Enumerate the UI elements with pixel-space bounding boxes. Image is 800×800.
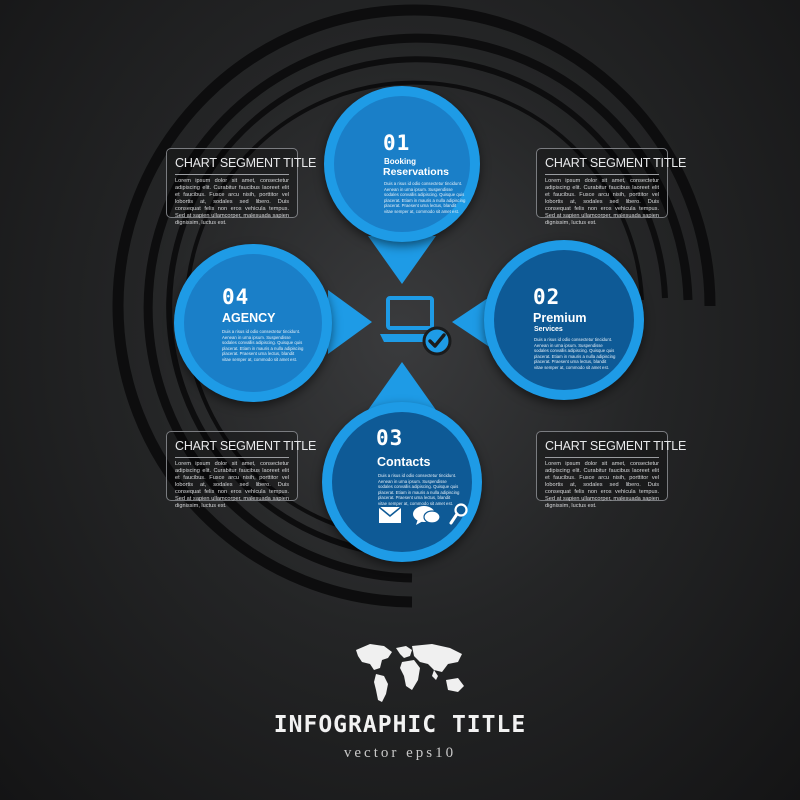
step-circle-01-inner bbox=[334, 96, 470, 232]
segment-box-top-right: CHART SEGMENT TITLE Lorem ipsum dolor si… bbox=[536, 148, 687, 226]
pointer-bottom bbox=[368, 362, 436, 410]
inner-ring-arc bbox=[166, 56, 668, 558]
pointer-top bbox=[368, 236, 436, 284]
pointer-left bbox=[328, 290, 372, 354]
infographic-title: INFOGRAPHIC TITLE bbox=[273, 712, 527, 738]
segment-divider bbox=[175, 457, 289, 458]
segment-title: CHART SEGMENT TITLE bbox=[175, 156, 317, 170]
segment-body: Lorem ipsum dolor sit amet, consectetur … bbox=[545, 178, 659, 226]
segment-title: CHART SEGMENT TITLE bbox=[175, 439, 317, 453]
step-body-04: Duis a risus id odio consectetur tincidu… bbox=[222, 329, 304, 362]
segment-title: CHART SEGMENT TITLE bbox=[545, 156, 687, 170]
speech-bubbles-icon bbox=[413, 506, 441, 525]
step-number-03: 03 bbox=[376, 426, 404, 450]
step-label-03: Contacts bbox=[377, 455, 431, 469]
segment-box-bottom-right: CHART SEGMENT TITLE Lorem ipsum dolor si… bbox=[536, 431, 687, 509]
segment-body: Lorem ipsum dolor sit amet, consectetur … bbox=[175, 178, 289, 226]
segment-box-bottom-left: CHART SEGMENT TITLE Lorem ipsum dolor si… bbox=[166, 431, 317, 509]
step-body-02: Duis a risus id odio consectetur tincidu… bbox=[534, 337, 616, 370]
infographic-subtitle: vector eps10 bbox=[343, 745, 457, 761]
step-circle-02-inner bbox=[494, 250, 634, 390]
step-label-04: AGENCY bbox=[222, 311, 276, 325]
laptop-check-icon bbox=[380, 296, 452, 356]
segment-divider bbox=[175, 174, 289, 175]
step-number-02: 02 bbox=[533, 285, 561, 309]
segment-box-top-left: CHART SEGMENT TITLE Lorem ipsum dolor si… bbox=[166, 148, 317, 226]
segment-body: Lorem ipsum dolor sit amet, consectetur … bbox=[545, 461, 659, 509]
outer-ring-arc bbox=[112, 4, 716, 608]
world-map-icon bbox=[356, 644, 464, 702]
step-number-04: 04 bbox=[222, 285, 250, 309]
segment-title: CHART SEGMENT TITLE bbox=[545, 439, 687, 453]
step-circle-03-inner bbox=[332, 412, 472, 552]
inner-ring-arc-2 bbox=[184, 80, 644, 540]
envelope-icon bbox=[378, 506, 402, 523]
step-label-02-small: Services bbox=[534, 326, 563, 333]
segment-divider bbox=[545, 174, 659, 175]
step-body-03: Duis a risus id odio consectetur tincidu… bbox=[378, 473, 460, 506]
segment-divider bbox=[545, 457, 659, 458]
step-label-01: Reservations bbox=[383, 166, 449, 178]
segment-body: Lorem ipsum dolor sit amet, consectetur … bbox=[175, 461, 289, 509]
step-label-01-small: Booking bbox=[384, 157, 416, 166]
magnifier-icon bbox=[449, 503, 468, 525]
step-body-01: Duis a risus id odio consectetur tincidu… bbox=[384, 181, 466, 214]
step-number-01: 01 bbox=[383, 131, 411, 155]
step-label-02: Premium bbox=[533, 311, 587, 325]
step-circle-04-inner bbox=[184, 254, 322, 392]
outer-ring-arc-2 bbox=[143, 33, 693, 583]
